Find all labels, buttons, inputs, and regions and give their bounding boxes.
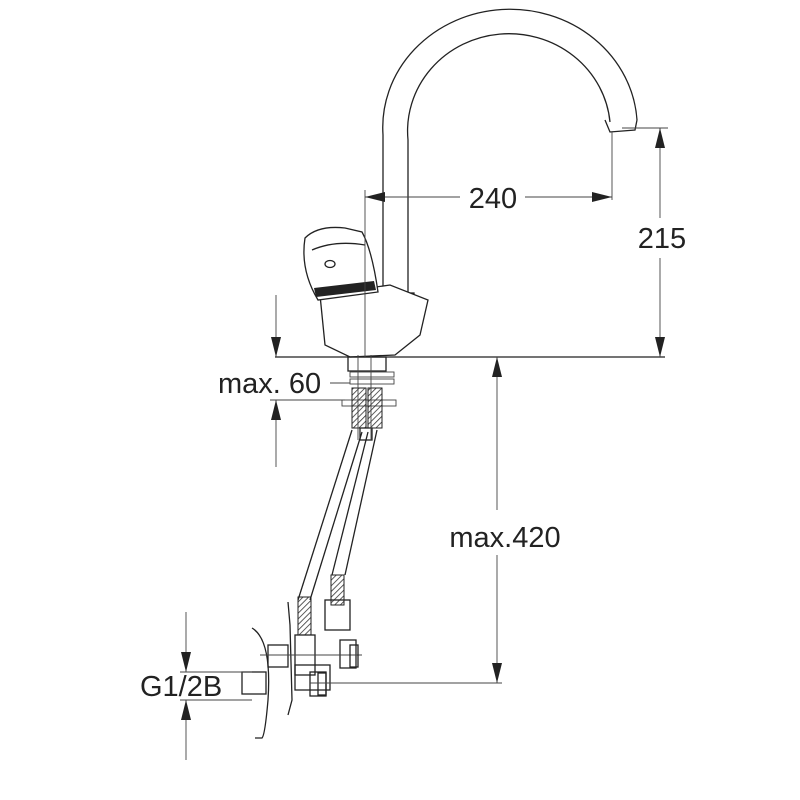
dimension-label-240: 240 — [469, 183, 517, 215]
dimension-label-max-420: max.420 — [449, 522, 560, 554]
dimension-connection-thread: G1/2B — [140, 612, 252, 760]
angle-valves — [241, 599, 362, 739]
dimension-deck-thickness: max. 60 — [218, 295, 350, 467]
dimension-spout-height: 215 — [622, 127, 686, 357]
dimension-spout-reach: 240 — [364, 132, 613, 357]
dimension-label-g12b: G1/2B — [140, 671, 222, 703]
spout — [382, 8, 638, 308]
mixer-body — [303, 226, 429, 358]
dimension-hose-length: max.420 — [310, 357, 561, 684]
flex-hoses — [297, 429, 378, 636]
dimension-label-max-60: max. 60 — [218, 368, 321, 400]
mounting-assembly — [341, 355, 397, 441]
dimension-label-215: 215 — [638, 223, 686, 255]
